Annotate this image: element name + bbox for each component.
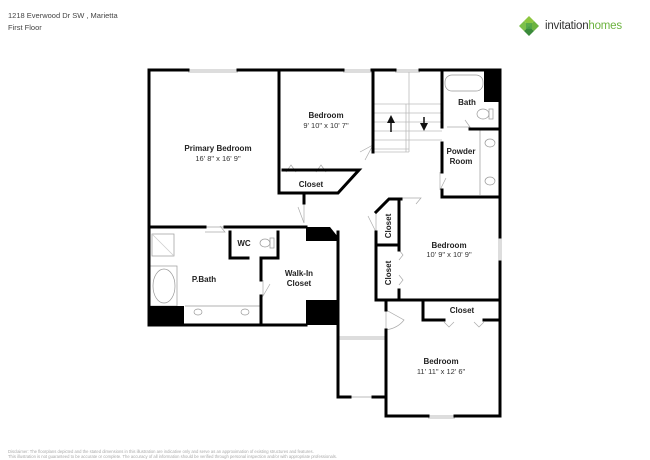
- wall-blocks: [149, 70, 500, 325]
- stair-down-arrow-icon: [420, 117, 428, 131]
- room-powder-room-line2: Room: [450, 157, 473, 166]
- disclaimer-line2: This illustration is not guaranteed to b…: [8, 454, 338, 459]
- room-wc: WC: [237, 239, 251, 248]
- room-closet-top: Closet: [299, 180, 324, 189]
- brand-name-part1: invitation: [545, 20, 589, 32]
- fixtures: [149, 74, 496, 316]
- windows: [188, 69, 502, 419]
- brand-logo: invitationhomes: [518, 15, 622, 37]
- brand-name: invitationhomes: [545, 20, 622, 32]
- room-bedroom-bottom-dims: 11' 11" x 12' 6": [417, 367, 466, 376]
- room-primary-bedroom-dims: 16' 8" x 16' 9": [195, 154, 241, 163]
- room-pbath: P.Bath: [192, 275, 216, 284]
- room-walkin-closet-line2: Closet: [287, 279, 312, 288]
- stair-up-arrow-icon: [387, 115, 395, 132]
- room-closet-vert-1: Closet: [384, 213, 393, 238]
- disclaimer-line1: Disclaimer: The floorplans depicted and …: [8, 449, 314, 454]
- room-walkin-closet-line1: Walk-In: [285, 269, 313, 278]
- property-address: 1218 Everwood Dr SW , Marietta: [8, 11, 118, 20]
- walls: [147, 68, 502, 418]
- room-closet-vert-2: Closet: [384, 260, 393, 285]
- logo-mark-icon: [519, 16, 539, 36]
- room-powder-room-line1: Powder: [447, 147, 476, 156]
- room-primary-bedroom: Primary Bedroom: [184, 144, 251, 153]
- staircase: [374, 72, 442, 153]
- floor-label: First Floor: [8, 23, 42, 32]
- room-bedroom-top-dims: 9' 10" x 10' 7": [303, 121, 349, 130]
- disclaimer: Disclaimer: The floorplans depicted and …: [8, 449, 408, 459]
- room-bedroom-mid-dims: 10' 9" x 10' 9": [426, 250, 472, 259]
- room-closet-bottom: Closet: [450, 306, 475, 315]
- room-bedroom-bottom: Bedroom: [423, 357, 458, 366]
- brand-name-part2: homes: [588, 20, 622, 32]
- room-bedroom-mid: Bedroom: [431, 241, 466, 250]
- room-bath: Bath: [458, 98, 476, 107]
- room-bedroom-top: Bedroom: [308, 111, 343, 120]
